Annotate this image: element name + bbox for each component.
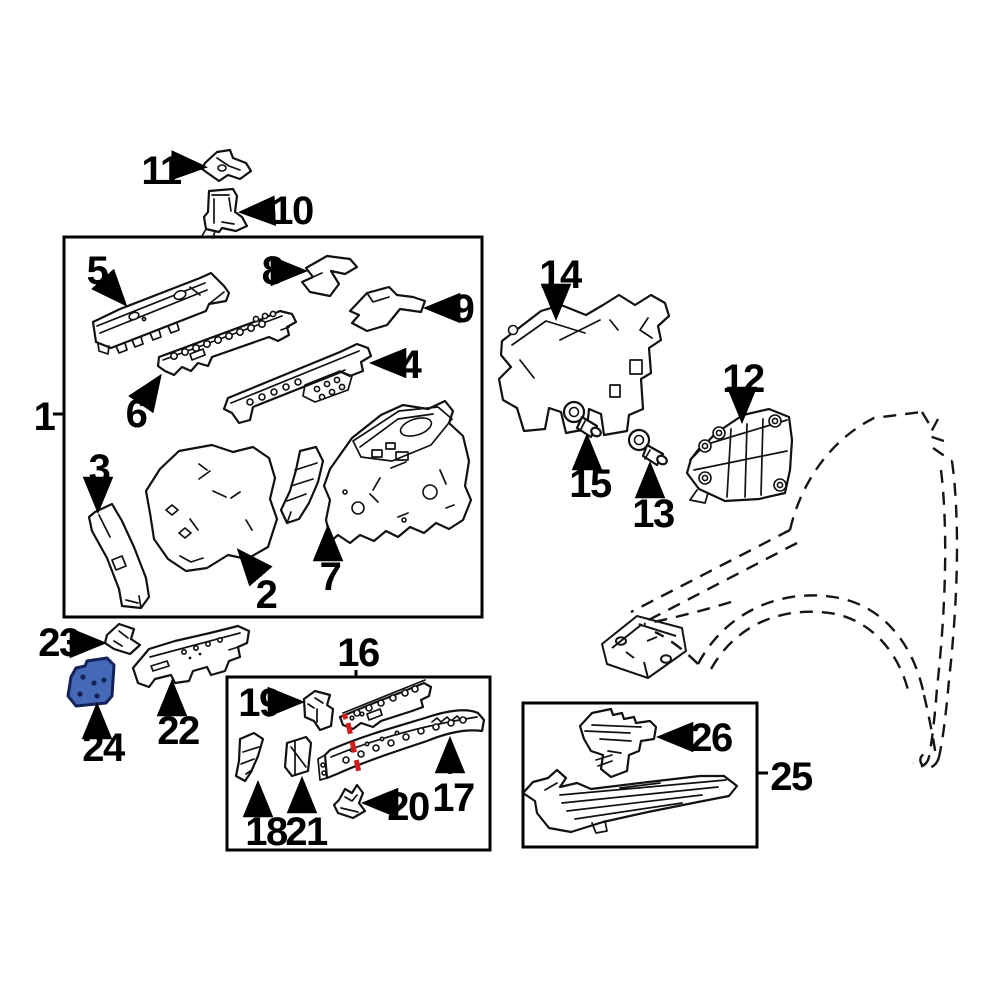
part-6-rail-reinforcement[interactable] bbox=[156, 309, 298, 377]
callout-labels: 1 2 3 4 5 6 7 8 9 10 11 12 13 14 15 16 1… bbox=[34, 149, 815, 854]
part-20-gusset[interactable] bbox=[332, 783, 367, 820]
part-5-apron-rail[interactable] bbox=[91, 271, 231, 355]
callout-22[interactable]: 22 bbox=[157, 709, 200, 753]
part-21-bracket[interactable] bbox=[283, 735, 313, 778]
part-11-bracket[interactable] bbox=[200, 148, 253, 183]
part-14-splash-shield[interactable] bbox=[497, 293, 671, 437]
part-9-brace[interactable] bbox=[348, 285, 427, 333]
callout-16[interactable]: 16 bbox=[337, 631, 380, 675]
part-8-brace[interactable] bbox=[300, 254, 359, 298]
part-22-support-rail[interactable] bbox=[131, 624, 251, 689]
callout-17[interactable]: 17 bbox=[432, 776, 475, 820]
part-26-bracket[interactable] bbox=[578, 707, 658, 779]
fender-mount-bracket bbox=[601, 615, 687, 679]
callout-8[interactable]: 8 bbox=[262, 249, 286, 293]
callout-arrows bbox=[53, 150, 768, 819]
callout-10[interactable]: 10 bbox=[271, 189, 314, 233]
part-19-bracket[interactable] bbox=[302, 689, 335, 732]
callout-19[interactable]: 19 bbox=[238, 681, 281, 725]
assembly-box-25 bbox=[521, 701, 759, 849]
part-25-lower-rail[interactable] bbox=[521, 768, 739, 834]
callout-23[interactable]: 23 bbox=[38, 621, 81, 665]
fender-outline bbox=[601, 410, 959, 770]
cut-line-red-dot bbox=[341, 713, 349, 720]
part-7-apron-extension[interactable] bbox=[279, 445, 325, 525]
part-24-plate-highlighted[interactable] bbox=[66, 656, 116, 708]
callout-3[interactable]: 3 bbox=[89, 447, 112, 491]
callout-15[interactable]: 15 bbox=[569, 462, 613, 506]
callout-21[interactable]: 21 bbox=[285, 810, 329, 854]
part-10-clip[interactable] bbox=[201, 187, 249, 239]
assembly-box-1 bbox=[62, 235, 484, 619]
callout-13[interactable]: 13 bbox=[632, 492, 675, 536]
callout-12[interactable]: 12 bbox=[722, 357, 765, 401]
part-18-strip[interactable] bbox=[234, 731, 265, 783]
callout-4[interactable]: 4 bbox=[400, 343, 425, 387]
callout-1[interactable]: 1 bbox=[34, 395, 58, 439]
part-2-inner-panel[interactable] bbox=[144, 443, 279, 573]
callout-11[interactable]: 11 bbox=[141, 149, 183, 193]
cut-line-red bbox=[345, 722, 363, 778]
assembly-box-16 bbox=[225, 675, 492, 852]
callout-20[interactable]: 20 bbox=[387, 785, 430, 829]
callout-26[interactable]: 26 bbox=[690, 716, 733, 760]
callout-6[interactable]: 6 bbox=[126, 392, 149, 436]
callout-7[interactable]: 7 bbox=[320, 555, 343, 599]
callout-5[interactable]: 5 bbox=[87, 249, 111, 293]
part-16-upper-rail[interactable] bbox=[338, 679, 433, 731]
callout-18[interactable]: 18 bbox=[245, 810, 289, 854]
callout-2[interactable]: 2 bbox=[256, 573, 279, 617]
part-3-pillar-strip[interactable] bbox=[87, 502, 151, 610]
callout-25[interactable]: 25 bbox=[770, 755, 814, 799]
part-4-rail[interactable] bbox=[222, 342, 373, 425]
callout-24[interactable]: 24 bbox=[82, 726, 127, 770]
callout-14[interactable]: 14 bbox=[539, 253, 584, 297]
bolt-13[interactable] bbox=[627, 428, 668, 467]
part-17-frame-rail[interactable] bbox=[317, 709, 486, 781]
part-23-clip[interactable] bbox=[103, 622, 142, 656]
part-1-wheelhouse-panel[interactable] bbox=[322, 399, 473, 545]
callout-9[interactable]: 9 bbox=[453, 287, 476, 331]
part-12-mount-bracket[interactable] bbox=[685, 407, 794, 504]
